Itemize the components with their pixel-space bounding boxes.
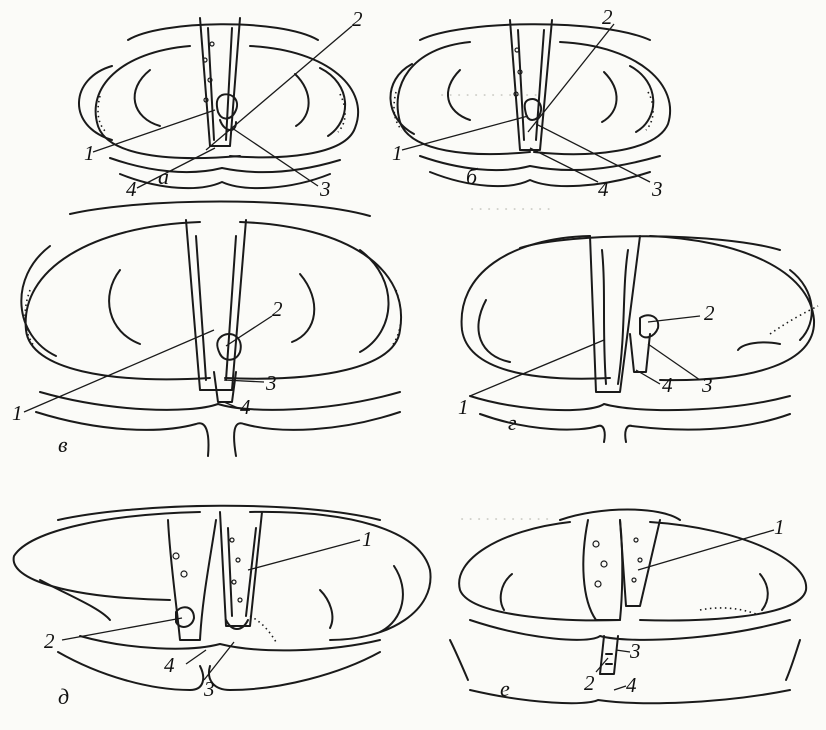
panel-g-letter: г <box>508 410 517 435</box>
panel-b-label-4: 4 <box>598 177 609 201</box>
panel-d-label-4: 4 <box>164 653 175 677</box>
panel-a: 1 2 3 4 а <box>79 7 363 201</box>
panel-e-label-1: 1 <box>774 515 785 539</box>
panel-g-label-2: 2 <box>704 301 715 325</box>
panel-g: 1 2 3 4 г <box>458 236 818 442</box>
panel-v-label-1: 1 <box>12 401 23 425</box>
panel-b-label-3: 3 <box>651 177 663 201</box>
panel-v-label-2: 2 <box>272 297 283 321</box>
panel-d-label-3: 3 <box>203 677 215 701</box>
panel-v-label-3: 3 <box>265 371 277 395</box>
bleed-through-text: . . . . . . . . . . . . . . . . . . . . … <box>440 81 551 524</box>
svg-text:. . . . . . . . . .: . . . . . . . . . . <box>470 195 551 214</box>
panel-d: 1 2 3 4 д <box>14 506 431 709</box>
panel-e-label-3: 3 <box>629 639 641 663</box>
svg-text:. . . . . . . . . .: . . . . . . . . . . . . <box>440 81 538 100</box>
panel-v-letter: в <box>58 432 68 457</box>
panel-b-label-1: 1 <box>392 141 403 165</box>
panel-d-letter: д <box>58 684 69 709</box>
panel-a-label-4: 4 <box>126 177 137 201</box>
panel-b-letter: б <box>466 164 478 189</box>
panel-a-label-2: 2 <box>352 7 363 31</box>
panel-a-label-1: 1 <box>84 141 95 165</box>
panel-e-letter: е <box>500 676 510 701</box>
panel-e-label-4: 4 <box>626 673 637 697</box>
panel-d-label-2: 2 <box>44 629 55 653</box>
panel-b-label-2: 2 <box>602 5 613 29</box>
panel-g-label-4: 4 <box>662 373 673 397</box>
panel-g-label-3: 3 <box>701 373 713 397</box>
panel-v: 1 2 3 4 в <box>12 202 401 458</box>
svg-text:. . . . . . . . . .: . . . . . . . . . . . <box>460 505 549 524</box>
panel-a-letter: а <box>158 164 169 189</box>
panel-g-label-1: 1 <box>458 395 469 419</box>
panel-e: 1 2 3 4 е <box>450 510 806 704</box>
panel-a-label-3: 3 <box>319 177 331 201</box>
panel-v-label-4: 4 <box>240 395 251 419</box>
panel-d-label-1: 1 <box>362 527 373 551</box>
panel-b: 1 2 3 4 б <box>390 5 670 201</box>
panel-e-label-2: 2 <box>584 671 595 695</box>
